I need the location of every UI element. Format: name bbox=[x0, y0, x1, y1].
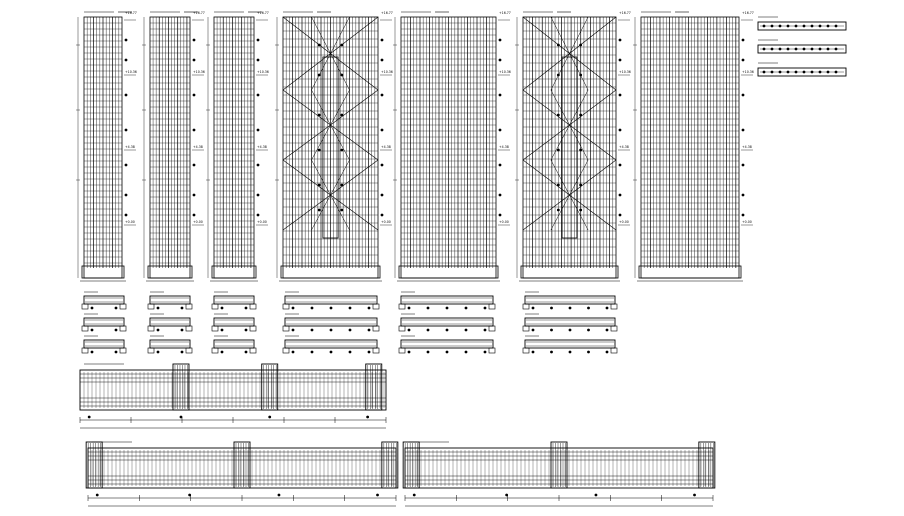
elevation-level-1: +10.36 bbox=[257, 70, 269, 74]
section-group-6 bbox=[522, 291, 618, 354]
slab-section-1 bbox=[757, 16, 847, 31]
elevation-level-1: +10.36 bbox=[499, 70, 511, 74]
beam-detail-2 bbox=[85, 441, 399, 507]
beam-detail-1 bbox=[79, 363, 387, 429]
section-group-3 bbox=[211, 291, 257, 354]
elevation-level-1: +10.36 bbox=[742, 70, 754, 74]
elevation-level-3: +0.00 bbox=[257, 220, 267, 224]
wall-elevation-2: +16.77 +10.36 +4.38 +0.00 bbox=[142, 11, 205, 282]
elevation-level-2: +4.38 bbox=[619, 145, 629, 149]
elevation-level-3: +0.00 bbox=[125, 220, 135, 224]
section-group-1 bbox=[81, 291, 127, 354]
wall-elevations: +16.77+10.36+4.38+0.00+16.77+10.36+4.38+… bbox=[76, 11, 754, 282]
elevation-level-3: +0.00 bbox=[742, 220, 752, 224]
beam-details bbox=[79, 363, 716, 507]
elevation-top-level: +16.77 bbox=[193, 11, 205, 15]
wall-elevation-1: +16.77 +10.36 +4.38 +0.00 bbox=[76, 11, 137, 282]
wall-elevation-6: +16.77 +10.36 +4.38 +0.00 bbox=[515, 11, 631, 282]
elevation-top-level: +16.77 bbox=[499, 11, 511, 15]
elevation-level-3: +0.00 bbox=[381, 220, 391, 224]
elevation-level-2: +4.38 bbox=[499, 145, 509, 149]
section-group-2 bbox=[147, 291, 193, 354]
section-group-5 bbox=[398, 291, 496, 354]
slab-section-3 bbox=[757, 62, 847, 77]
elevation-level-2: +4.38 bbox=[742, 145, 752, 149]
elevation-top-level: +16.77 bbox=[381, 11, 393, 15]
beam-detail-3 bbox=[402, 441, 716, 507]
elevation-level-3: +0.00 bbox=[193, 220, 203, 224]
wall-elevation-5: +16.77 +10.36 +4.38 +0.00 bbox=[393, 11, 511, 282]
elevation-level-1: +10.36 bbox=[193, 70, 205, 74]
wall-elevation-7: +16.77 +10.36 +4.38 +0.00 bbox=[633, 11, 754, 282]
slab-section-2 bbox=[757, 39, 847, 54]
elevation-top-level: +16.77 bbox=[619, 11, 631, 15]
wall-elevation-4: +16.77 +10.36 +4.38 +0.00 bbox=[275, 11, 393, 282]
elevation-level-1: +10.36 bbox=[619, 70, 631, 74]
elevation-level-3: +0.00 bbox=[499, 220, 509, 224]
elevation-top-level: +16.77 bbox=[257, 11, 269, 15]
elevation-level-2: +4.38 bbox=[125, 145, 135, 149]
wall-elevation-3: +16.77 +10.36 +4.38 +0.00 bbox=[206, 11, 269, 282]
elevation-level-3: +0.00 bbox=[619, 220, 629, 224]
elevation-level-2: +4.38 bbox=[257, 145, 267, 149]
section-group-4 bbox=[282, 291, 380, 354]
elevation-level-2: +4.38 bbox=[381, 145, 391, 149]
elevation-top-level: +16.77 bbox=[742, 11, 754, 15]
elevation-level-1: +10.36 bbox=[381, 70, 393, 74]
elevation-level-2: +4.38 bbox=[193, 145, 203, 149]
section-details bbox=[81, 291, 618, 354]
elevation-top-level: +16.77 bbox=[125, 11, 137, 15]
slab-sections bbox=[757, 16, 847, 77]
elevation-level-1: +10.36 bbox=[125, 70, 137, 74]
